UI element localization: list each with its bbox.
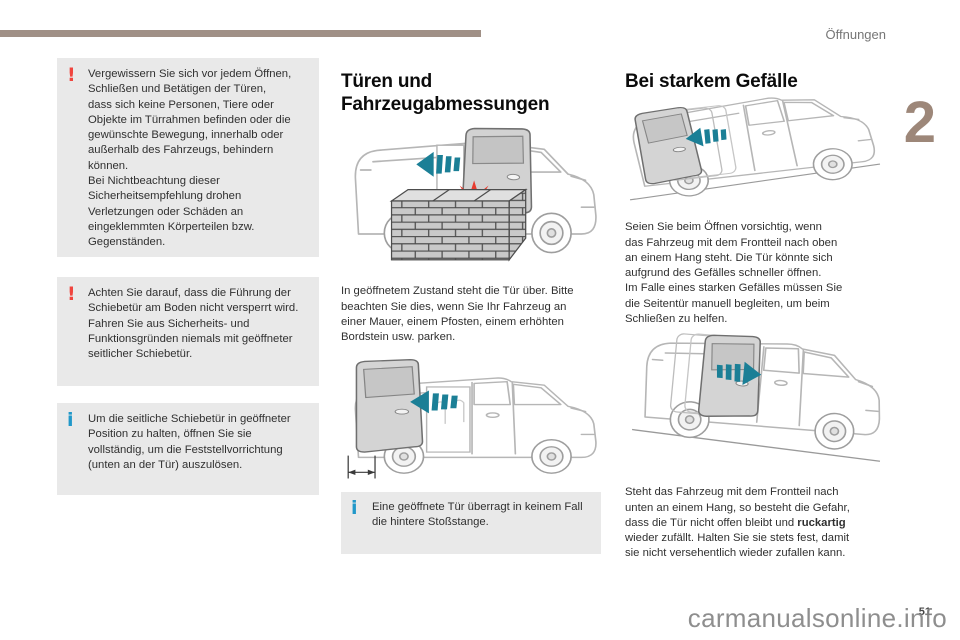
sliding-door bbox=[634, 106, 703, 185]
warning-box-text: Achten Sie darauf, dass die Führung der … bbox=[88, 287, 299, 361]
emphasized-word: ruckartig bbox=[797, 516, 846, 529]
illustration-van-downhill-door-closing bbox=[628, 325, 882, 465]
header-rule bbox=[0, 30, 481, 37]
info-icon: i bbox=[67, 409, 74, 431]
illustration-door-open-rear-dimension bbox=[342, 350, 600, 482]
illustration-van-uphill-door-opening bbox=[628, 86, 882, 208]
paragraph-downhill-caution: Steht das Fahrzeug mit dem Frontteil nac… bbox=[625, 485, 901, 561]
info-icon: i bbox=[351, 497, 358, 519]
warning-box-text: Vergewissern Sie sich vor jedem Öffnen, … bbox=[88, 68, 292, 249]
warning-box-sliding-door-guide: ! Achten Sie darauf, dass die Führung de… bbox=[57, 277, 319, 386]
paragraph-uphill-caution: Seien Sie beim Öffnen vorsichtig, wenn d… bbox=[625, 221, 843, 326]
section-label: Öffnungen bbox=[825, 27, 886, 42]
page-number: 51 bbox=[918, 606, 931, 618]
illustration-door-overhang-wall bbox=[342, 106, 600, 266]
dimension-marks bbox=[347, 455, 376, 479]
paragraph-text: wieder zufällt. Halten Sie sie stets fes… bbox=[625, 532, 850, 560]
section-heading-doors-dimensions: Türen und Fahrzeugabmessungen bbox=[341, 70, 550, 115]
paragraph-text: Steht das Fahrzeug mit dem Frontteil nac… bbox=[625, 486, 850, 529]
sliding-door bbox=[355, 359, 424, 453]
chapter-number: 2 bbox=[903, 90, 936, 155]
brick-wall bbox=[389, 188, 528, 262]
watermark: carmanualsonline.info bbox=[687, 603, 947, 633]
warning-icon: ! bbox=[67, 283, 76, 305]
section-heading-steep-slope: Bei starkem Gefälle bbox=[625, 70, 798, 92]
paragraph-door-overhang: In geöffnetem Zustand steht die Tür über… bbox=[341, 285, 574, 344]
warning-icon: ! bbox=[67, 64, 76, 86]
info-note-text: Eine geöffnete Tür überragt in keinem Fa… bbox=[372, 501, 583, 529]
warning-box-door-operation: ! Vergewissern Sie sich vor jedem Öffnen… bbox=[57, 58, 319, 257]
van-line-art bbox=[639, 332, 882, 454]
info-box-text: Um die seitliche Schiebetür in geöffnete… bbox=[88, 413, 291, 471]
info-note-rear-bumper: i Eine geöffnete Tür überragt in keinem … bbox=[341, 492, 601, 554]
slope-ground-line bbox=[631, 428, 881, 462]
info-box-door-hold-open: i Um die seitliche Schiebetür in geöffne… bbox=[57, 403, 319, 495]
